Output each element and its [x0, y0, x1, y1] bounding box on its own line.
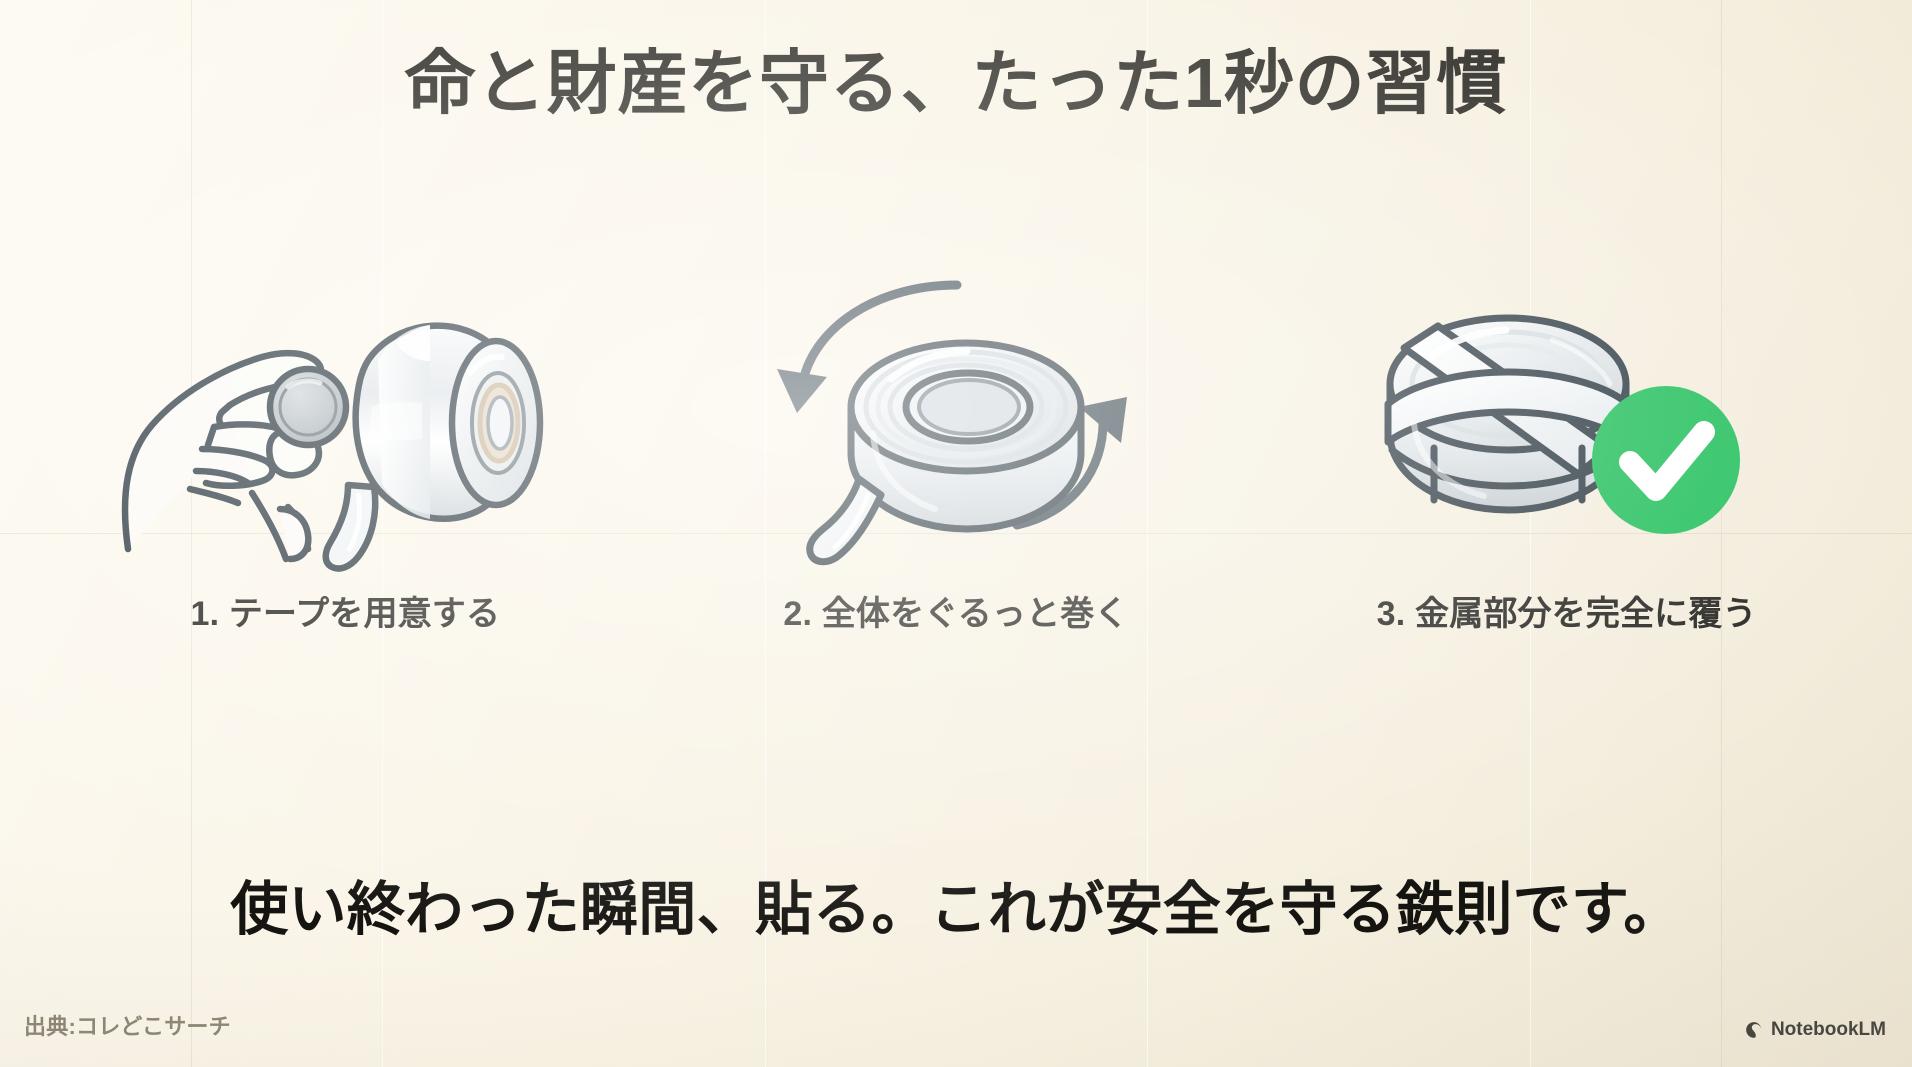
steps-row: 1. テープを用意する: [40, 252, 1872, 672]
tape-roll-rotation-icon: [777, 280, 1127, 566]
step-2: 2. 全体をぐるっと巻く: [651, 252, 1262, 672]
tape-roll-icon: [847, 339, 1085, 533]
step-2-caption: 2. 全体をぐるっと巻く: [783, 595, 1129, 633]
source-credit: 出典:コレどこサーチ: [24, 1014, 231, 1039]
step-2-illustration: [651, 252, 1262, 572]
coin-battery-icon: [267, 365, 350, 449]
hand-with-battery-and-tape-roll-icon: [122, 322, 544, 572]
page-title: 命と財産を守る、たった1秒の習慣: [404, 44, 1508, 122]
step-3: 3. 金属部分を完全に覆う: [1261, 252, 1872, 672]
notebooklm-watermark: NotebookLM: [1744, 1019, 1886, 1041]
wrapped-battery-with-check-icon: [1384, 314, 1740, 534]
tagline: 使い終わった瞬間、貼る。これが安全を守る鉄則です。: [230, 877, 1682, 942]
notebooklm-label: NotebookLM: [1770, 1019, 1886, 1040]
tape-roll-icon: [322, 322, 544, 572]
step-3-illustration: [1261, 252, 1872, 572]
step-1-illustration: [40, 252, 651, 572]
wrapped-battery-icon: [1384, 314, 1632, 514]
green-check-badge: [1591, 386, 1740, 534]
notebooklm-logo-icon: [1746, 1022, 1762, 1038]
tape-strip-icon: [806, 475, 885, 566]
step-1-caption: 1. テープを用意する: [190, 595, 501, 633]
step-1: 1. テープを用意する: [40, 252, 651, 672]
step-3-caption: 3. 金属部分を完全に覆う: [1376, 595, 1757, 633]
